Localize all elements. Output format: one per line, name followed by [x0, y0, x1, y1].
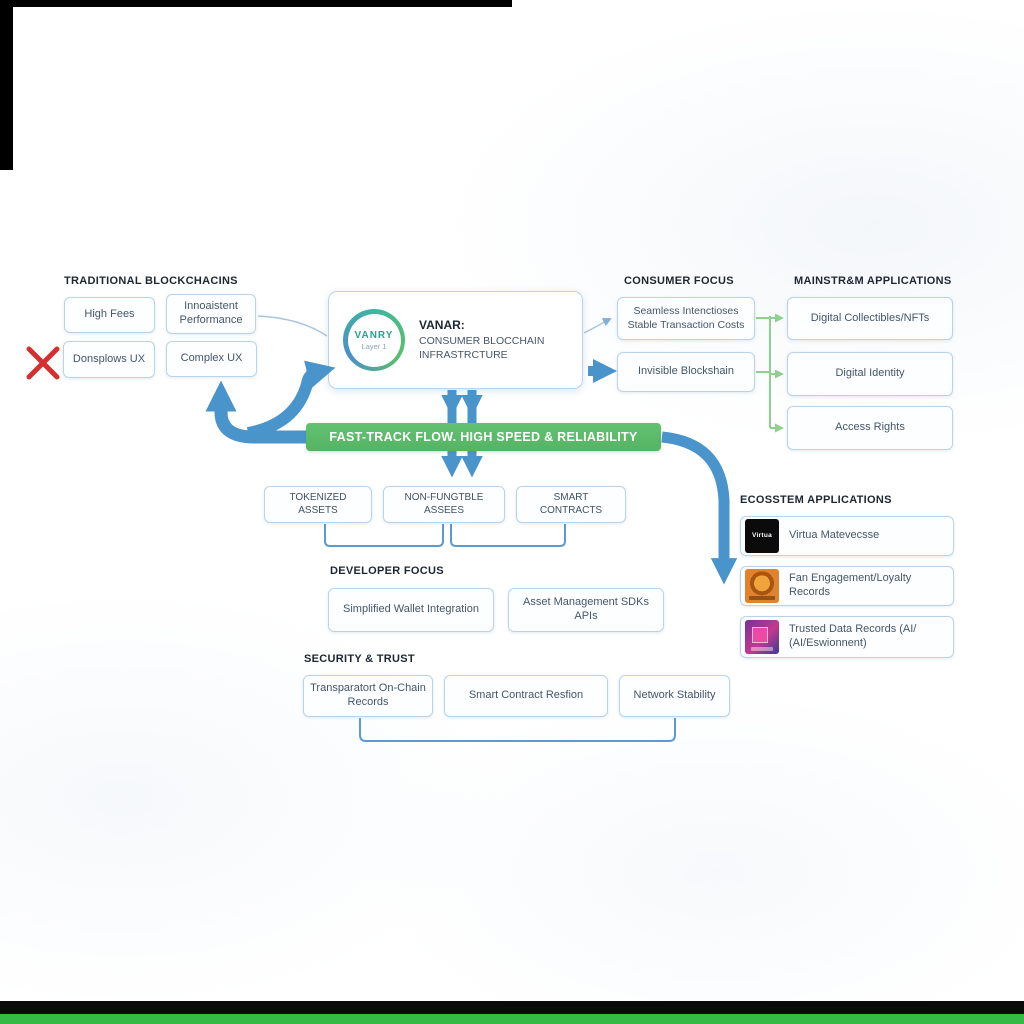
bracket-assets-left: [324, 524, 444, 547]
vanry-logo-text: VANRY: [354, 329, 394, 341]
bracket-security: [359, 718, 676, 742]
box-tokenized-assets: TOKENIZED ASSETS: [264, 486, 372, 523]
virtua-icon: Virtua: [745, 519, 779, 553]
box-inconsistent-performance: Innoaistent Performance: [166, 294, 256, 334]
vanry-logo-subtext: Layer 1: [361, 341, 387, 351]
vanar-subtitle-line2: INFRASTRCTURE: [419, 348, 508, 361]
box-digital-identity: Digital Identity: [787, 352, 953, 396]
bottom-green-bar: [0, 1014, 1024, 1024]
fan-engagement-icon: [745, 569, 779, 603]
left-black-bar: [0, 0, 13, 170]
vanar-core-box: VANRY Layer 1 VANAR: CONSUMER BLOCCHAIN …: [328, 291, 583, 389]
box-complex-ux-right: Complex UX: [166, 341, 257, 377]
mainstream-title: MAINSTR&M APPLICATIONS: [794, 275, 952, 287]
fast-track-banner: FAST-TRACK FLOW. HIGH SPEED & RELIABILIT…: [306, 423, 661, 451]
vanar-text-block: VANAR: CONSUMER BLOCCHAIN INFRASTRCTURE: [419, 318, 544, 362]
connector-traditional-to-center: [257, 315, 328, 337]
eco-item-trusted-data: Trusted Data Records (AI/ (AI/Eswionnent…: [740, 616, 954, 658]
eco-item-fan-label: Fan Engagement/Loyalty Records: [789, 572, 912, 598]
box-invisible-blockchain: Invisible Blockshain: [617, 352, 755, 392]
box-smart-contracts: SMART CONTRACTS: [516, 486, 626, 523]
vanar-title: VANAR:: [419, 317, 465, 332]
box-asset-management-sdks: Asset Management SDKs APIs: [508, 588, 664, 632]
eco-item-virtua-label: Virtua Matevecsse: [789, 529, 880, 542]
eco-item-fan-engagement: Fan Engagement/Loyalty Records: [740, 566, 954, 606]
bottom-black-bar: [0, 1001, 1024, 1014]
connector-center-to-consumer-top: [583, 318, 612, 334]
vanar-subtitle-line1: CONSUMER BLOCCHAIN: [419, 334, 545, 347]
developer-focus-title: DEVELOPER FOCUS: [330, 565, 444, 577]
box-transparent-records: Transparatort On-Chain Records: [303, 675, 433, 717]
traditional-title: TRADITIONAL BLOCKCHACINS: [64, 275, 238, 287]
ecosystem-title: ECOSSTEM APPLICATIONS: [740, 494, 892, 506]
box-digital-collectibles: Digital Collectibles/NFTs: [787, 297, 953, 340]
red-x-icon: [26, 346, 60, 380]
top-black-bar: [0, 0, 512, 7]
trusted-data-icon: [745, 620, 779, 654]
vanry-logo: VANRY Layer 1: [343, 309, 405, 371]
box-simplified-wallet: Simplified Wallet Integration: [328, 588, 494, 632]
consumer-focus-title: CONSUMER FOCUS: [624, 275, 734, 287]
security-trust-title: SECURITY & TRUST: [304, 653, 415, 665]
arrow-banner-to-traditional: [205, 380, 310, 444]
green-connector-tree: [756, 316, 771, 428]
eco-item-virtua: Virtua Virtua Matevecsse: [740, 516, 954, 556]
box-non-fungible-assets: NON-FUNGTBLE ASSEES: [383, 486, 505, 523]
box-high-fees: High Fees: [64, 297, 155, 333]
box-seamless-interactions: Seamless Intenctioses Stable Transaction…: [617, 297, 755, 340]
eco-item-trusted-data-label: Trusted Data Records (AI/ (AI/Eswionnent…: [789, 623, 917, 649]
box-network-stability: Network Stability: [619, 675, 730, 717]
box-complex-ux-left: Donsplows UX: [63, 341, 155, 378]
box-access-rights: Access Rights: [787, 406, 953, 450]
arrow-banner-to-ecosystem: [661, 431, 738, 585]
vanry-logo-inner: VANRY Layer 1: [347, 313, 401, 367]
bracket-assets-right: [450, 524, 566, 547]
box-smart-contract-resilience: Smart Contract Resfion: [444, 675, 608, 717]
